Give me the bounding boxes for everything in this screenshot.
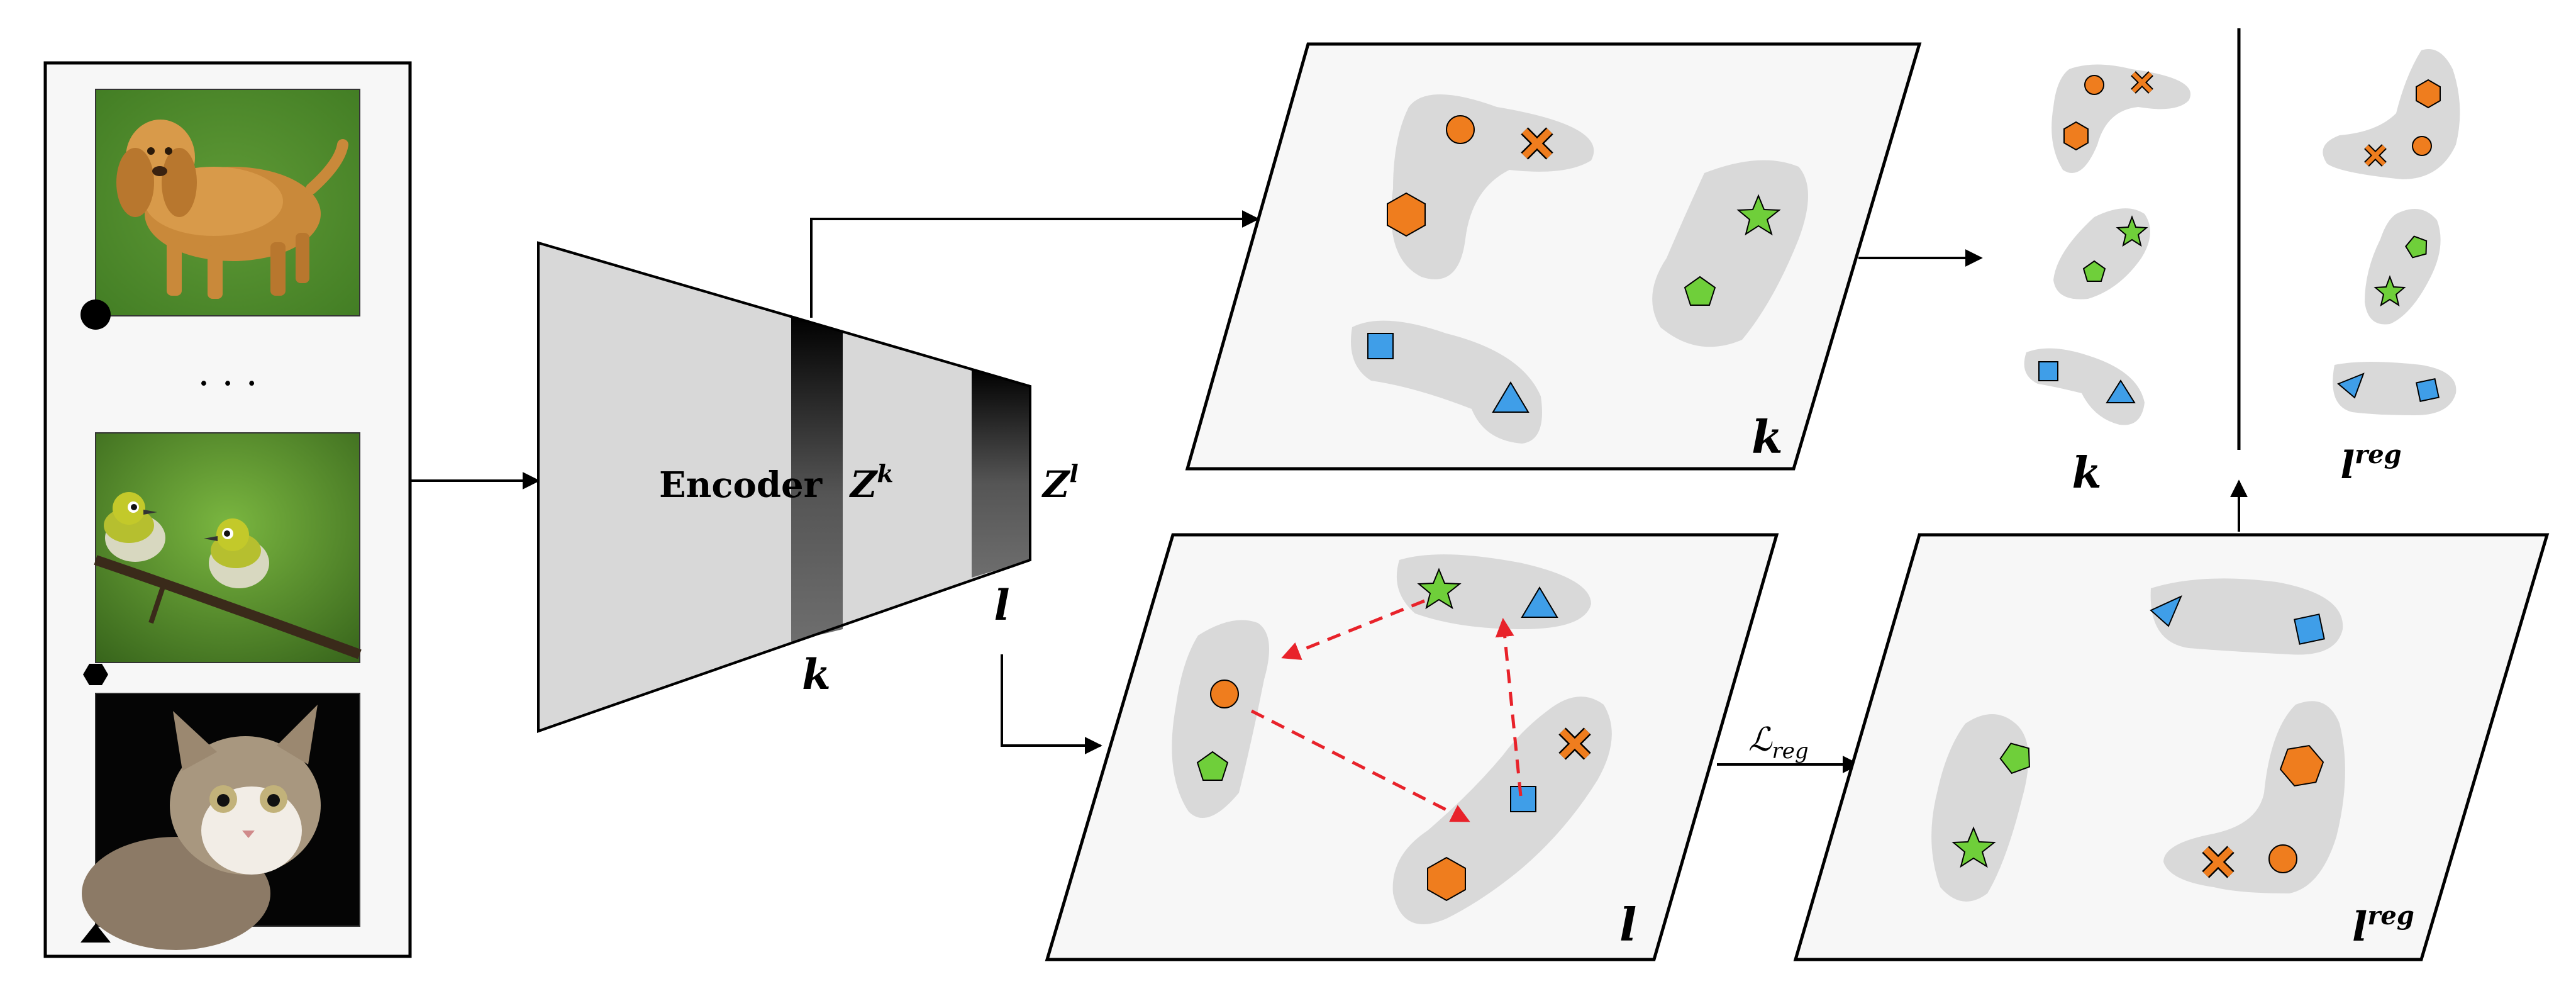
cmp-lreg-cluster-green <box>2365 209 2441 325</box>
layer-l <box>972 369 1030 578</box>
dog-image <box>95 89 360 316</box>
cmp-lreg-x-marker <box>2364 144 2387 167</box>
comparison: k lreg <box>2024 28 2460 498</box>
cmp-lreg-cluster-blue <box>2333 362 2457 415</box>
zl-label: Zl <box>1041 459 1079 506</box>
l-circle-marker <box>1210 680 1239 708</box>
lreg-x-marker <box>2202 846 2235 878</box>
k-circle-marker <box>1446 115 1475 144</box>
l-triangle-marker <box>1521 586 1558 618</box>
cmp-k-circle-marker <box>2084 75 2104 95</box>
cmp-lreg-circle-marker <box>2412 136 2432 156</box>
cmp-lreg-star-marker <box>2373 275 2406 307</box>
l-star-marker <box>1417 568 1462 610</box>
k-square-marker <box>1367 333 1394 359</box>
lreg-pentagon-marker <box>1999 742 2030 775</box>
k-space-label: k <box>1752 410 1783 464</box>
k-star-marker <box>1736 194 1781 236</box>
cmp-lreg-triangle-marker <box>2337 372 2365 399</box>
lreg-circle-marker <box>2268 844 2297 873</box>
lreg-hexagon-marker <box>2279 744 2324 787</box>
cmp-k-square-marker <box>2038 361 2058 381</box>
relation-line-2 <box>1495 618 1523 797</box>
cmp-k-x-marker <box>2131 71 2153 94</box>
relation-line-1 <box>1281 599 1425 660</box>
l-space-label: l <box>1619 898 1636 951</box>
cmp-k-star-marker <box>2116 215 2148 247</box>
k-hexagon-marker <box>1387 192 1426 237</box>
zk-label: Zk <box>849 459 894 506</box>
k-x-marker <box>1521 127 1553 160</box>
ellipsis: . . . <box>197 350 257 394</box>
cmp-lreg-hexagon-marker <box>2416 79 2441 109</box>
lreg-square-marker <box>2294 613 2325 645</box>
birds-image <box>94 432 362 663</box>
cmp-lreg-cluster-orange <box>2323 49 2460 179</box>
cmp-k-cluster-green <box>2053 208 2150 299</box>
l-square-marker <box>1510 786 1536 812</box>
k-triangle-marker <box>1492 381 1530 413</box>
k-pentagon-marker <box>1684 276 1716 306</box>
layer-k-label: k <box>802 650 831 699</box>
cmp-k-pentagon-marker <box>2082 260 2106 282</box>
encoder: Encoder Zk Zl k l <box>537 241 1079 733</box>
encoder-title: Encoder <box>659 464 823 506</box>
arrow-l-to-lspace <box>1001 654 1102 754</box>
cat-image <box>82 693 360 950</box>
layer-k <box>791 316 843 642</box>
l-hexagon-marker <box>1427 856 1466 902</box>
l-x-marker <box>1558 727 1591 760</box>
lreg-triangle-marker <box>2150 595 2182 627</box>
cmp-lreg-square-marker <box>2416 378 2440 402</box>
lreg-space-panel: lreg <box>1793 533 2550 961</box>
cmp-k-triangle-marker <box>2106 379 2136 403</box>
circle-marker-dog <box>80 299 111 330</box>
lreg-space-label: lreg <box>2352 901 2414 951</box>
cmp-lreg-label: lreg <box>2340 440 2401 488</box>
cmp-k-cluster-orange <box>2051 64 2191 173</box>
loss-label: ℒreg <box>1748 721 1809 764</box>
triangle-marker-cat <box>80 924 111 943</box>
k-cluster-blue <box>1351 320 1542 444</box>
cmp-lreg-pentagon-marker <box>2405 235 2428 259</box>
arrow-k-to-kspace <box>810 210 1260 318</box>
hexagon-marker-birds <box>83 664 108 685</box>
k-space-panel: k <box>1185 42 1922 471</box>
cmp-k-label: k <box>2072 448 2101 498</box>
relation-line-3 <box>1250 709 1470 823</box>
layer-l-label: l <box>994 581 1009 630</box>
l-pentagon-marker <box>1196 751 1229 781</box>
cmp-k-cluster-blue <box>2024 348 2145 425</box>
lreg-cluster-top <box>2150 578 2343 655</box>
input-column: . . . <box>43 61 412 958</box>
l-cluster-left <box>1172 620 1269 818</box>
lreg-star-marker <box>1951 826 1996 868</box>
l-space-panel: l <box>1045 533 1779 961</box>
cmp-k-hexagon-marker <box>2063 121 2089 151</box>
